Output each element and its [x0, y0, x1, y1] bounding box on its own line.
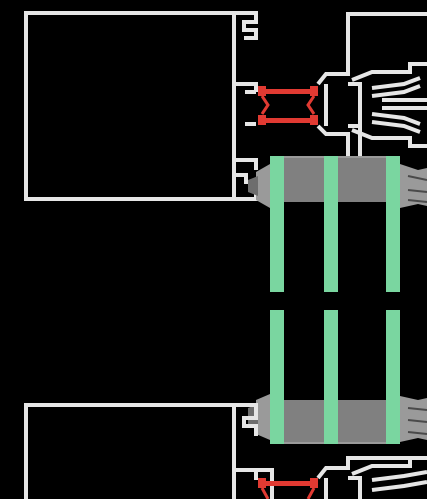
lower-sash-profile	[316, 456, 427, 499]
gasket-left-upper	[248, 164, 270, 208]
lower-frame-profile	[24, 403, 274, 499]
lower-thermal-break	[258, 478, 318, 499]
glass-pane-1-lower	[270, 310, 284, 444]
glass-pane-3	[386, 156, 400, 292]
upper-frame-profile	[24, 11, 258, 201]
gasket-right-lower	[400, 396, 427, 442]
sash-profile	[316, 12, 427, 158]
triple-glazing-unit	[270, 156, 400, 444]
glass-pane-2	[324, 156, 338, 292]
glass-pane-1	[270, 156, 284, 292]
glass-pane-2-lower	[324, 310, 338, 444]
glass-pane-3-lower	[386, 310, 400, 444]
upper-thermal-break	[258, 86, 318, 125]
gasket-right-upper	[400, 164, 427, 208]
